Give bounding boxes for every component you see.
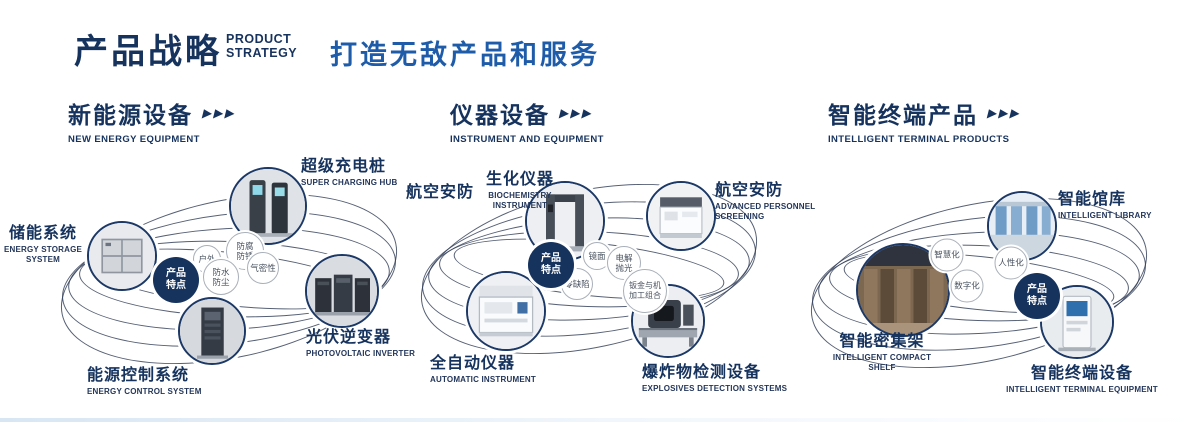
section-header-intelligent-terminals: 智能终端产品 ▶▶▶ INTELLIGENT TERMINAL PRODUCTS — [828, 96, 1024, 145]
product-label-energy-control: 能源控制系统 ENERGY CONTROL SYSTEM — [87, 367, 202, 396]
product-label-terminal-kiosk: 智能终端设备 INTELLIGENT TERMINAL EQUIPMENT — [1006, 365, 1158, 394]
product-label-compact-shelf: 智能密集架 INTELLIGENT COMPACT SHELF — [832, 333, 932, 373]
feature-bubble: 气密性 — [247, 252, 279, 284]
product-label-charging-hub: 超级充电桩 SUPER CHARGING HUB — [301, 158, 398, 187]
feature-bubble: 数字化 — [950, 269, 984, 303]
triple-arrow-icon: ▶▶▶ — [201, 106, 239, 120]
product-circle-automatic-instrument — [466, 271, 546, 351]
section-title-cn: 仪器设备 — [450, 102, 550, 128]
triple-arrow-icon: ▶▶▶ — [986, 106, 1024, 120]
energy-control-image — [180, 299, 244, 363]
product-label-explosives-detector: 爆炸物检测设备 EXPLOSIVES DETECTION SYSTEMS — [642, 364, 788, 393]
feature-bubble: 电解抛光 — [607, 246, 641, 280]
pv-inverter-image — [307, 256, 377, 326]
product-label-pv-inverter: 光伏逆变器 PHOTOVOLTAIC INVERTER — [306, 329, 416, 358]
automatic-instrument-image — [468, 273, 544, 349]
feature-bubble: 智慧化 — [930, 238, 964, 272]
feature-bubble: 防水防尘 — [203, 259, 239, 295]
section-header-instruments: 仪器设备 ▶▶▶ INSTRUMENT AND EQUIPMENT — [450, 96, 604, 145]
bottom-accent-strip — [0, 418, 1200, 422]
center-badge: 产品特点 — [153, 257, 199, 303]
feature-bubble: 钣金与机加工组合 — [623, 269, 667, 313]
feature-bubble: 人性化 — [994, 246, 1028, 280]
energy-storage-image — [89, 223, 155, 289]
intelligent-library-image — [989, 193, 1055, 259]
product-circle-energy-control — [178, 297, 246, 365]
product-label-energy-storage: 储能系统 ENERGY STORAGE SYSTEM — [3, 225, 83, 265]
page-title-en: PRODUCT STRATEGY — [226, 32, 297, 60]
center-badge: 产品特点 — [528, 242, 574, 288]
page-title: 产品战略 — [74, 33, 222, 71]
screening-device-image — [648, 183, 714, 249]
product-circle-charging-hub — [229, 167, 307, 245]
section-header-new-energy: 新能源设备 ▶▶▶ NEW ENERGY EQUIPMENT — [68, 96, 239, 145]
product-circle-personnel-screening — [646, 181, 716, 251]
section-title-en: INTELLIGENT TERMINAL PRODUCTS — [828, 134, 1010, 145]
section-title-cn: 新能源设备 — [68, 102, 193, 128]
charging-hub-image — [231, 169, 305, 243]
section-title-en: INSTRUMENT AND EQUIPMENT — [450, 134, 604, 145]
product-label-intelligent-library: 智能馆库 INTELLIGENT LIBRARY — [1058, 191, 1152, 220]
product-circle-intelligent-library — [987, 191, 1057, 261]
label-aviation-security: 航空安防 — [406, 184, 475, 201]
slogan: 打造无敌产品和服务 — [330, 40, 600, 70]
feature-bubble: 镜面 — [583, 242, 611, 270]
product-label-personnel-screening: 航空安防 ADVANCED PERSONNEL SCREENING — [715, 182, 816, 222]
product-circle-energy-storage — [87, 221, 157, 291]
product-circle-pv-inverter — [305, 254, 379, 328]
page-title-en-line1: PRODUCT — [226, 32, 292, 46]
product-label-automatic-instrument: 全自动仪器 AUTOMATIC INSTRUMENT — [430, 355, 536, 384]
product-label-biochemistry: 生化仪器 BIOCHEMISTRY INSTRUMENT — [485, 171, 554, 211]
center-badge: 产品特点 — [1014, 273, 1060, 319]
page-title-en-line2: STRATEGY — [226, 46, 298, 60]
section-title-cn: 智能终端产品 — [828, 102, 978, 128]
triple-arrow-icon: ▶▶▶ — [558, 106, 596, 120]
section-title-en: NEW ENERGY EQUIPMENT — [68, 134, 200, 145]
